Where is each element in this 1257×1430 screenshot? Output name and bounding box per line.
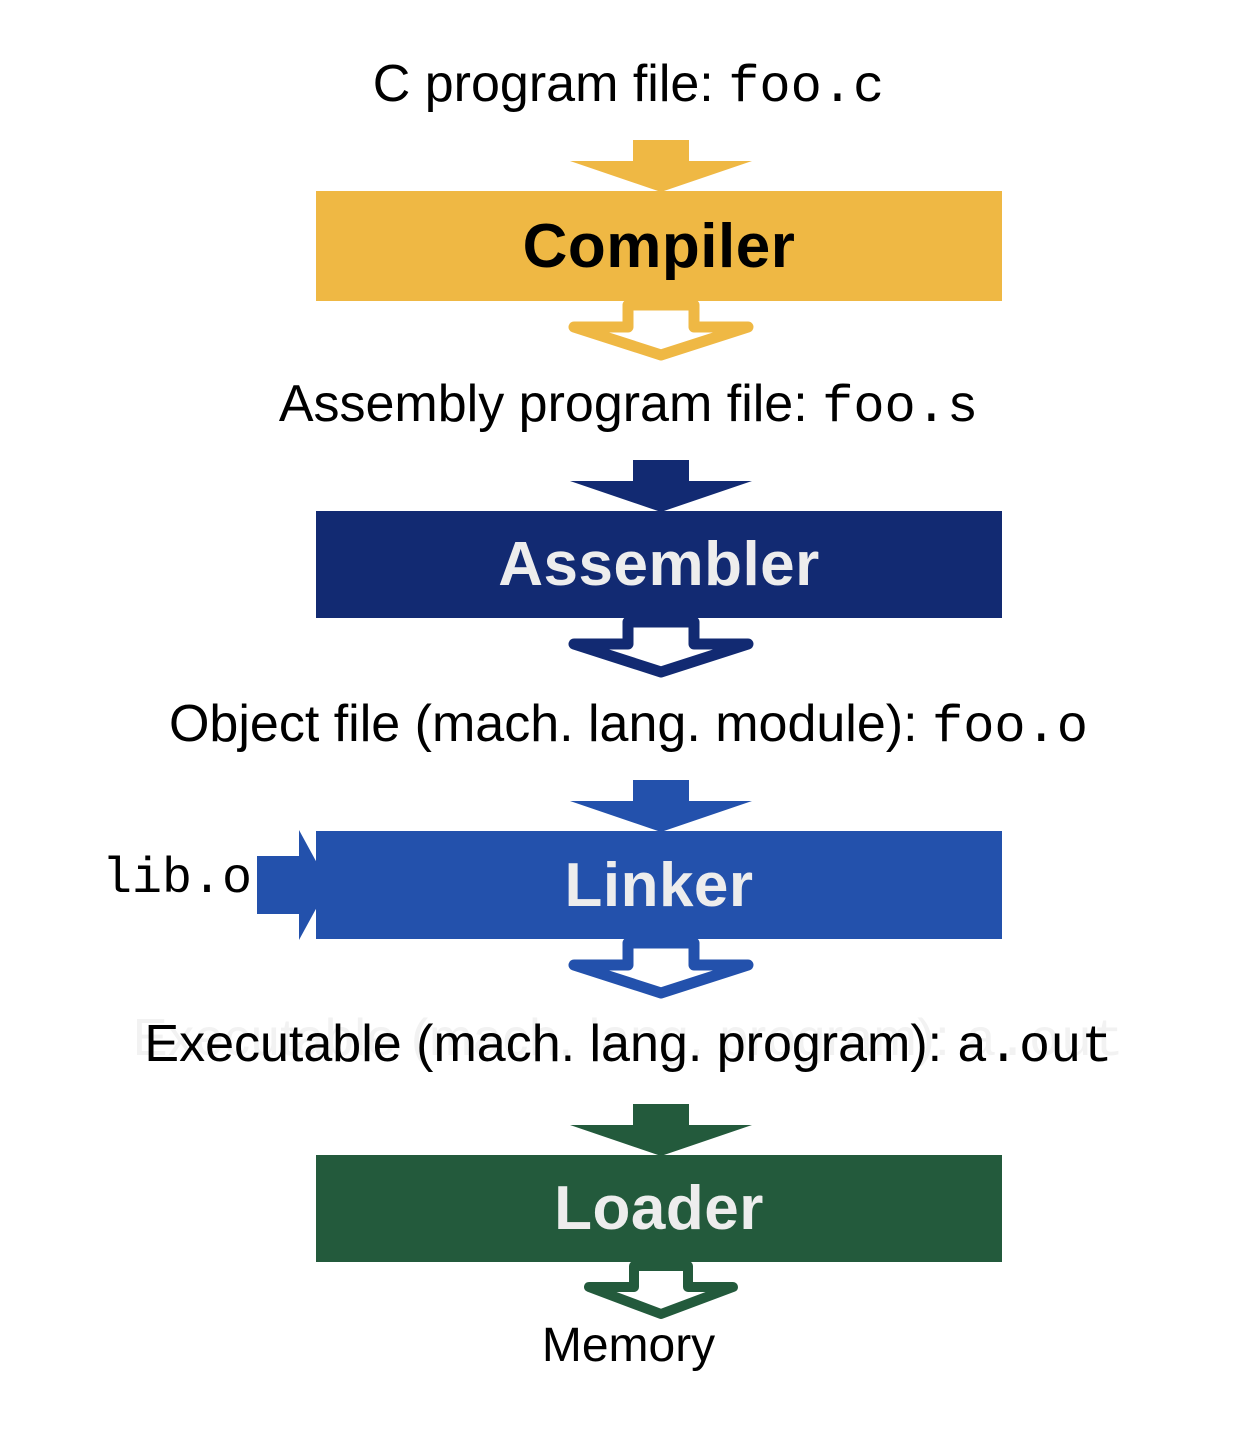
arrow-linker-to-executable-icon — [568, 937, 754, 999]
caption-assembly-prefix: Assembly program file: — [278, 375, 823, 433]
caption-object-filename: foo.o — [931, 698, 1089, 757]
stage-label-compiler: Compiler — [522, 211, 796, 281]
caption-executable-ghost-filename: a.out — [965, 1012, 1125, 1071]
stage-label-assembler: Assembler — [498, 530, 820, 599]
caption-source-filename: foo.c — [728, 58, 885, 117]
arrow-object-to-linker-icon — [570, 780, 752, 832]
stage-box-assembler[interactable]: Assembler — [316, 511, 1002, 618]
stage-box-loader[interactable]: Loader — [316, 1155, 1002, 1262]
library-input-label: lib.o — [101, 851, 252, 908]
caption-executable-ghost-prefix: Executable (mach. lang. program): — [132, 1009, 966, 1067]
stage-label-linker: Linker — [564, 850, 754, 920]
arrow-source-to-compiler-icon — [570, 140, 752, 192]
caption-assembly-file: Assembly program file: foo.s — [0, 378, 1257, 434]
arrow-executable-to-loader-icon — [570, 1104, 752, 1156]
stage-box-linker[interactable]: Linker — [316, 831, 1002, 939]
caption-memory: Memory — [541, 1319, 716, 1372]
caption-executable-prefix: Executable (mach. lang. program): — [144, 1015, 957, 1073]
stage-label-loader: Loader — [554, 1174, 764, 1243]
caption-source-prefix: C program file: — [372, 55, 729, 113]
arrow-assembler-to-object-icon — [568, 616, 754, 678]
arrow-assembly-to-assembler-icon — [570, 460, 752, 512]
caption-executable-filename: a.out — [956, 1018, 1113, 1077]
caption-executable-ghost: Executable (mach. lang. program): a.out — [0, 1012, 1257, 1068]
caption-object-prefix: Object file (mach. lang. module): — [168, 695, 932, 753]
arrow-loader-to-memory-icon — [584, 1261, 738, 1319]
stage-box-compiler[interactable]: Compiler — [316, 191, 1002, 301]
caption-object-file: Object file (mach. lang. module): foo.o — [0, 698, 1257, 754]
arrow-compiler-to-assembly-icon — [568, 299, 754, 361]
caption-assembly-filename: foo.s — [822, 378, 979, 437]
arrow-lib-to-linker-icon — [257, 830, 329, 940]
caption-executable-file: Executable (mach. lang. program): a.out — [0, 1018, 1257, 1074]
caption-source-file: C program file: foo.c — [0, 58, 1257, 114]
